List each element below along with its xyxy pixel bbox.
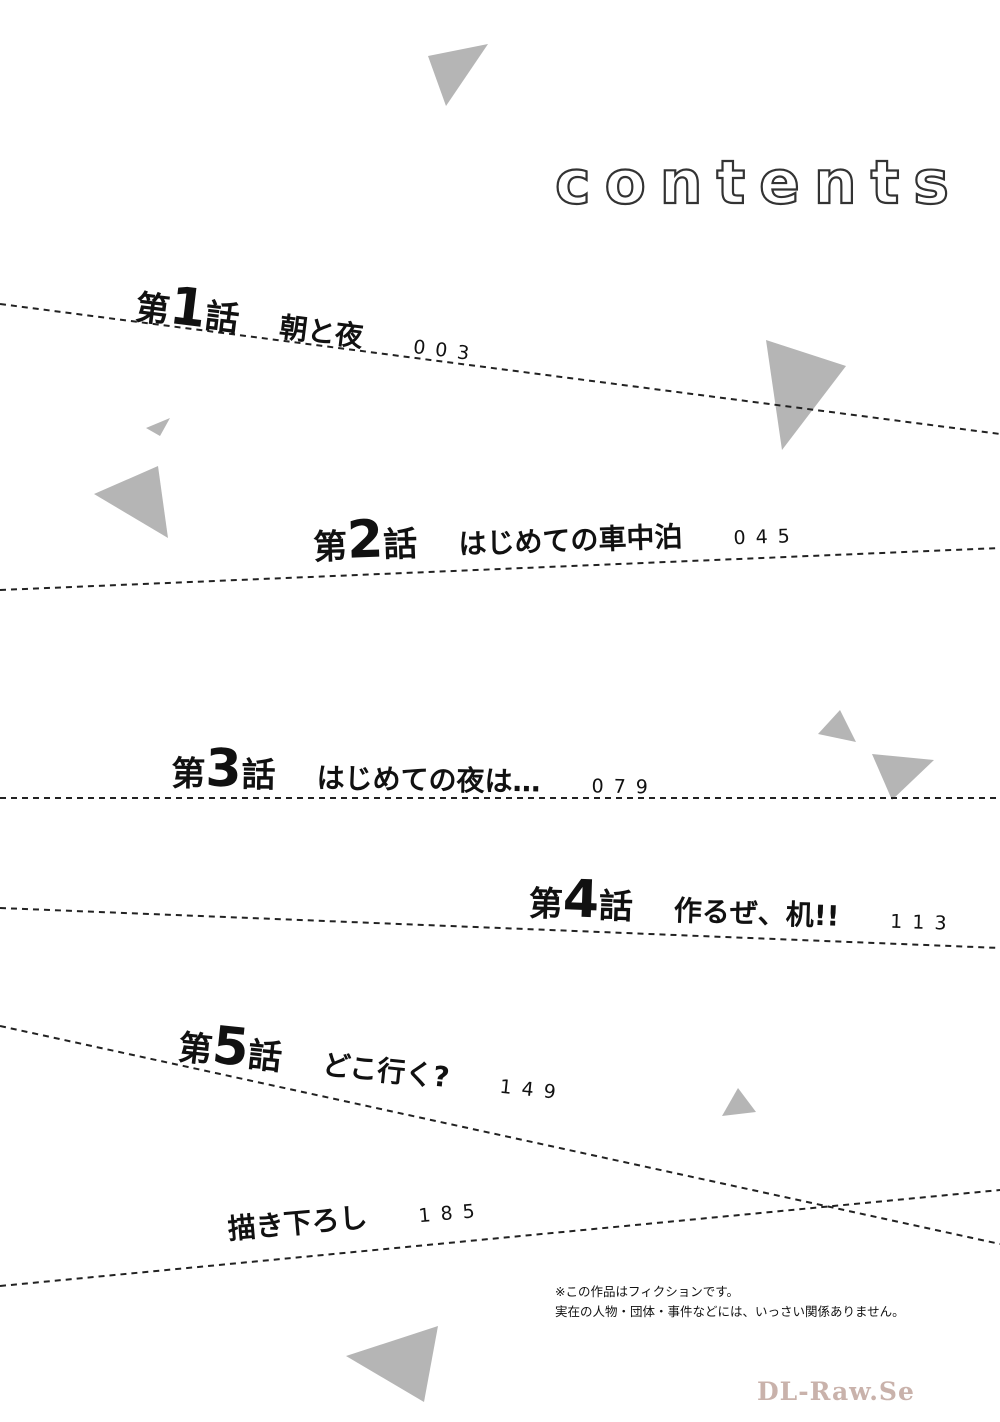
disclaimer-line: 実在の人物・団体・事件などには、いっさい関係ありません。 bbox=[555, 1304, 905, 1319]
page-number: 079 bbox=[591, 775, 659, 799]
page-number: 045 bbox=[733, 524, 801, 550]
decorative-triangle bbox=[428, 44, 488, 106]
decorative-triangle bbox=[766, 340, 846, 450]
episode-label: 第4話 bbox=[528, 869, 634, 931]
episode-label: 第2話 bbox=[312, 509, 419, 571]
decorative-triangle bbox=[346, 1326, 438, 1402]
contents-heading: contents bbox=[554, 147, 963, 219]
dashed-divider bbox=[0, 907, 1000, 949]
episode-number: 2 bbox=[345, 509, 385, 571]
episode-title: どこ行く? bbox=[320, 1048, 451, 1095]
page-number: 003 bbox=[411, 335, 481, 366]
episode-label: 第5話 bbox=[176, 1015, 284, 1080]
episode-title: はじめての車中泊 bbox=[457, 520, 683, 561]
page-number: 149 bbox=[498, 1075, 567, 1105]
episode-number: 3 bbox=[204, 738, 243, 800]
episode-number: 4 bbox=[561, 869, 601, 931]
decorative-triangle bbox=[146, 418, 170, 436]
episode-label: 第3話 bbox=[171, 738, 276, 800]
episode-label: 第1話 bbox=[133, 276, 242, 341]
dashed-divider bbox=[0, 1189, 1000, 1287]
page-number: 185 bbox=[417, 1199, 486, 1228]
disclaimer-line: ※この作品はフィクションです。 bbox=[555, 1284, 739, 1299]
watermark: DL-Raw.Se bbox=[757, 1377, 915, 1406]
fiction-disclaimer: ※この作品はフィクションです。 実在の人物・団体・事件などには、いっさい関係あり… bbox=[555, 1282, 905, 1322]
page-number: 113 bbox=[889, 910, 957, 935]
episode-title: 作るぜ、机!! bbox=[673, 894, 840, 933]
dashed-divider bbox=[0, 1025, 1000, 1245]
episode-title: 朝と夜 bbox=[277, 310, 366, 354]
decorative-triangle bbox=[872, 754, 934, 800]
decorative-triangle bbox=[818, 710, 856, 742]
toc-entry-3: 第3話 はじめての夜は… 079 bbox=[171, 738, 659, 806]
dashed-divider bbox=[0, 303, 1000, 435]
decorative-triangle bbox=[94, 466, 168, 538]
dashed-divider bbox=[0, 547, 1000, 591]
decorative-triangle bbox=[722, 1088, 756, 1116]
episode-title: はじめての夜は… bbox=[316, 761, 541, 799]
